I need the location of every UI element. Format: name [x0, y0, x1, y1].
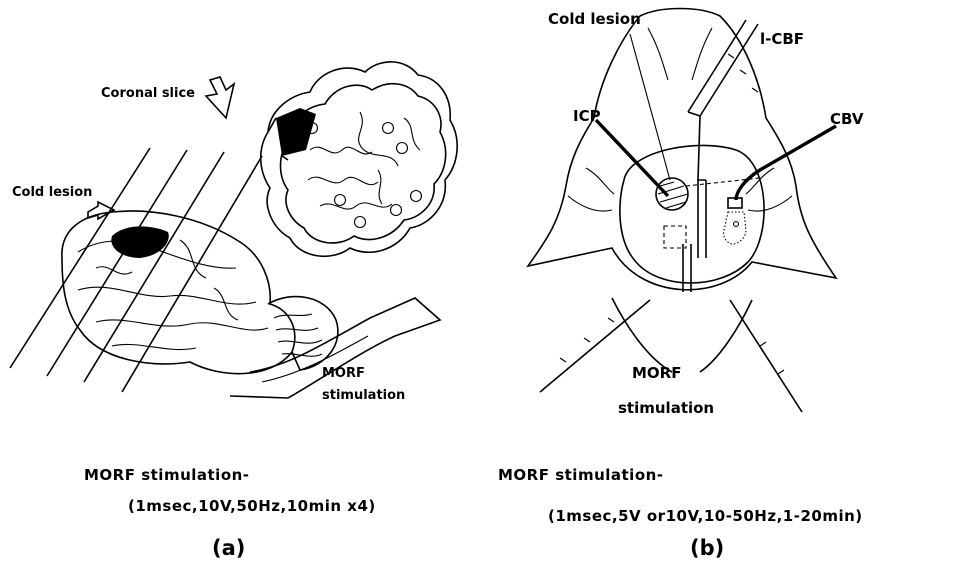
label-icp: ICP: [573, 107, 601, 125]
caption-a-line1: MORF stimulation-: [84, 466, 250, 484]
label-cbv: CBV: [830, 110, 864, 128]
arrow-coronal-icon: [206, 77, 234, 118]
label-b-morf-line1: MORF: [632, 364, 681, 382]
brain-drawing: [62, 211, 440, 398]
label-morf-stimulation-line2: stimulation: [322, 388, 405, 403]
label-morf-stimulation-line1: MORF: [322, 366, 365, 381]
rat-head-drawing: [528, 9, 836, 413]
coronal-slice-drawing: [261, 62, 457, 256]
label-lcbf: l-CBF: [760, 30, 804, 48]
label-b-morf-line2: stimulation: [618, 399, 714, 417]
panel-a-id: (a): [212, 536, 245, 560]
label-coronal-slice: Coronal slice: [101, 86, 195, 101]
lcbf-probe: [688, 20, 758, 180]
panel-b-id: (b): [690, 536, 724, 560]
caption-b-line2: (1msec,5V or10V,10-50Hz,1-20min): [548, 507, 863, 525]
label-b-cold-lesion: Cold lesion: [548, 10, 641, 28]
caption-a-line2: (1msec,10V,50Hz,10min x4): [128, 497, 376, 515]
caption-b-line1: MORF stimulation-: [498, 466, 664, 484]
dashed-box-right: [724, 212, 746, 244]
cbv-point: [734, 222, 739, 227]
label-cold-lesion: Cold lesion: [12, 185, 92, 200]
panel-b: Cold lesion l-CBF ICP CBV MORF stimulati…: [498, 9, 864, 561]
cold-lesion-pointer: [630, 34, 670, 180]
panel-a: Coronal slice Cold lesion MORF stimulati…: [10, 62, 457, 560]
